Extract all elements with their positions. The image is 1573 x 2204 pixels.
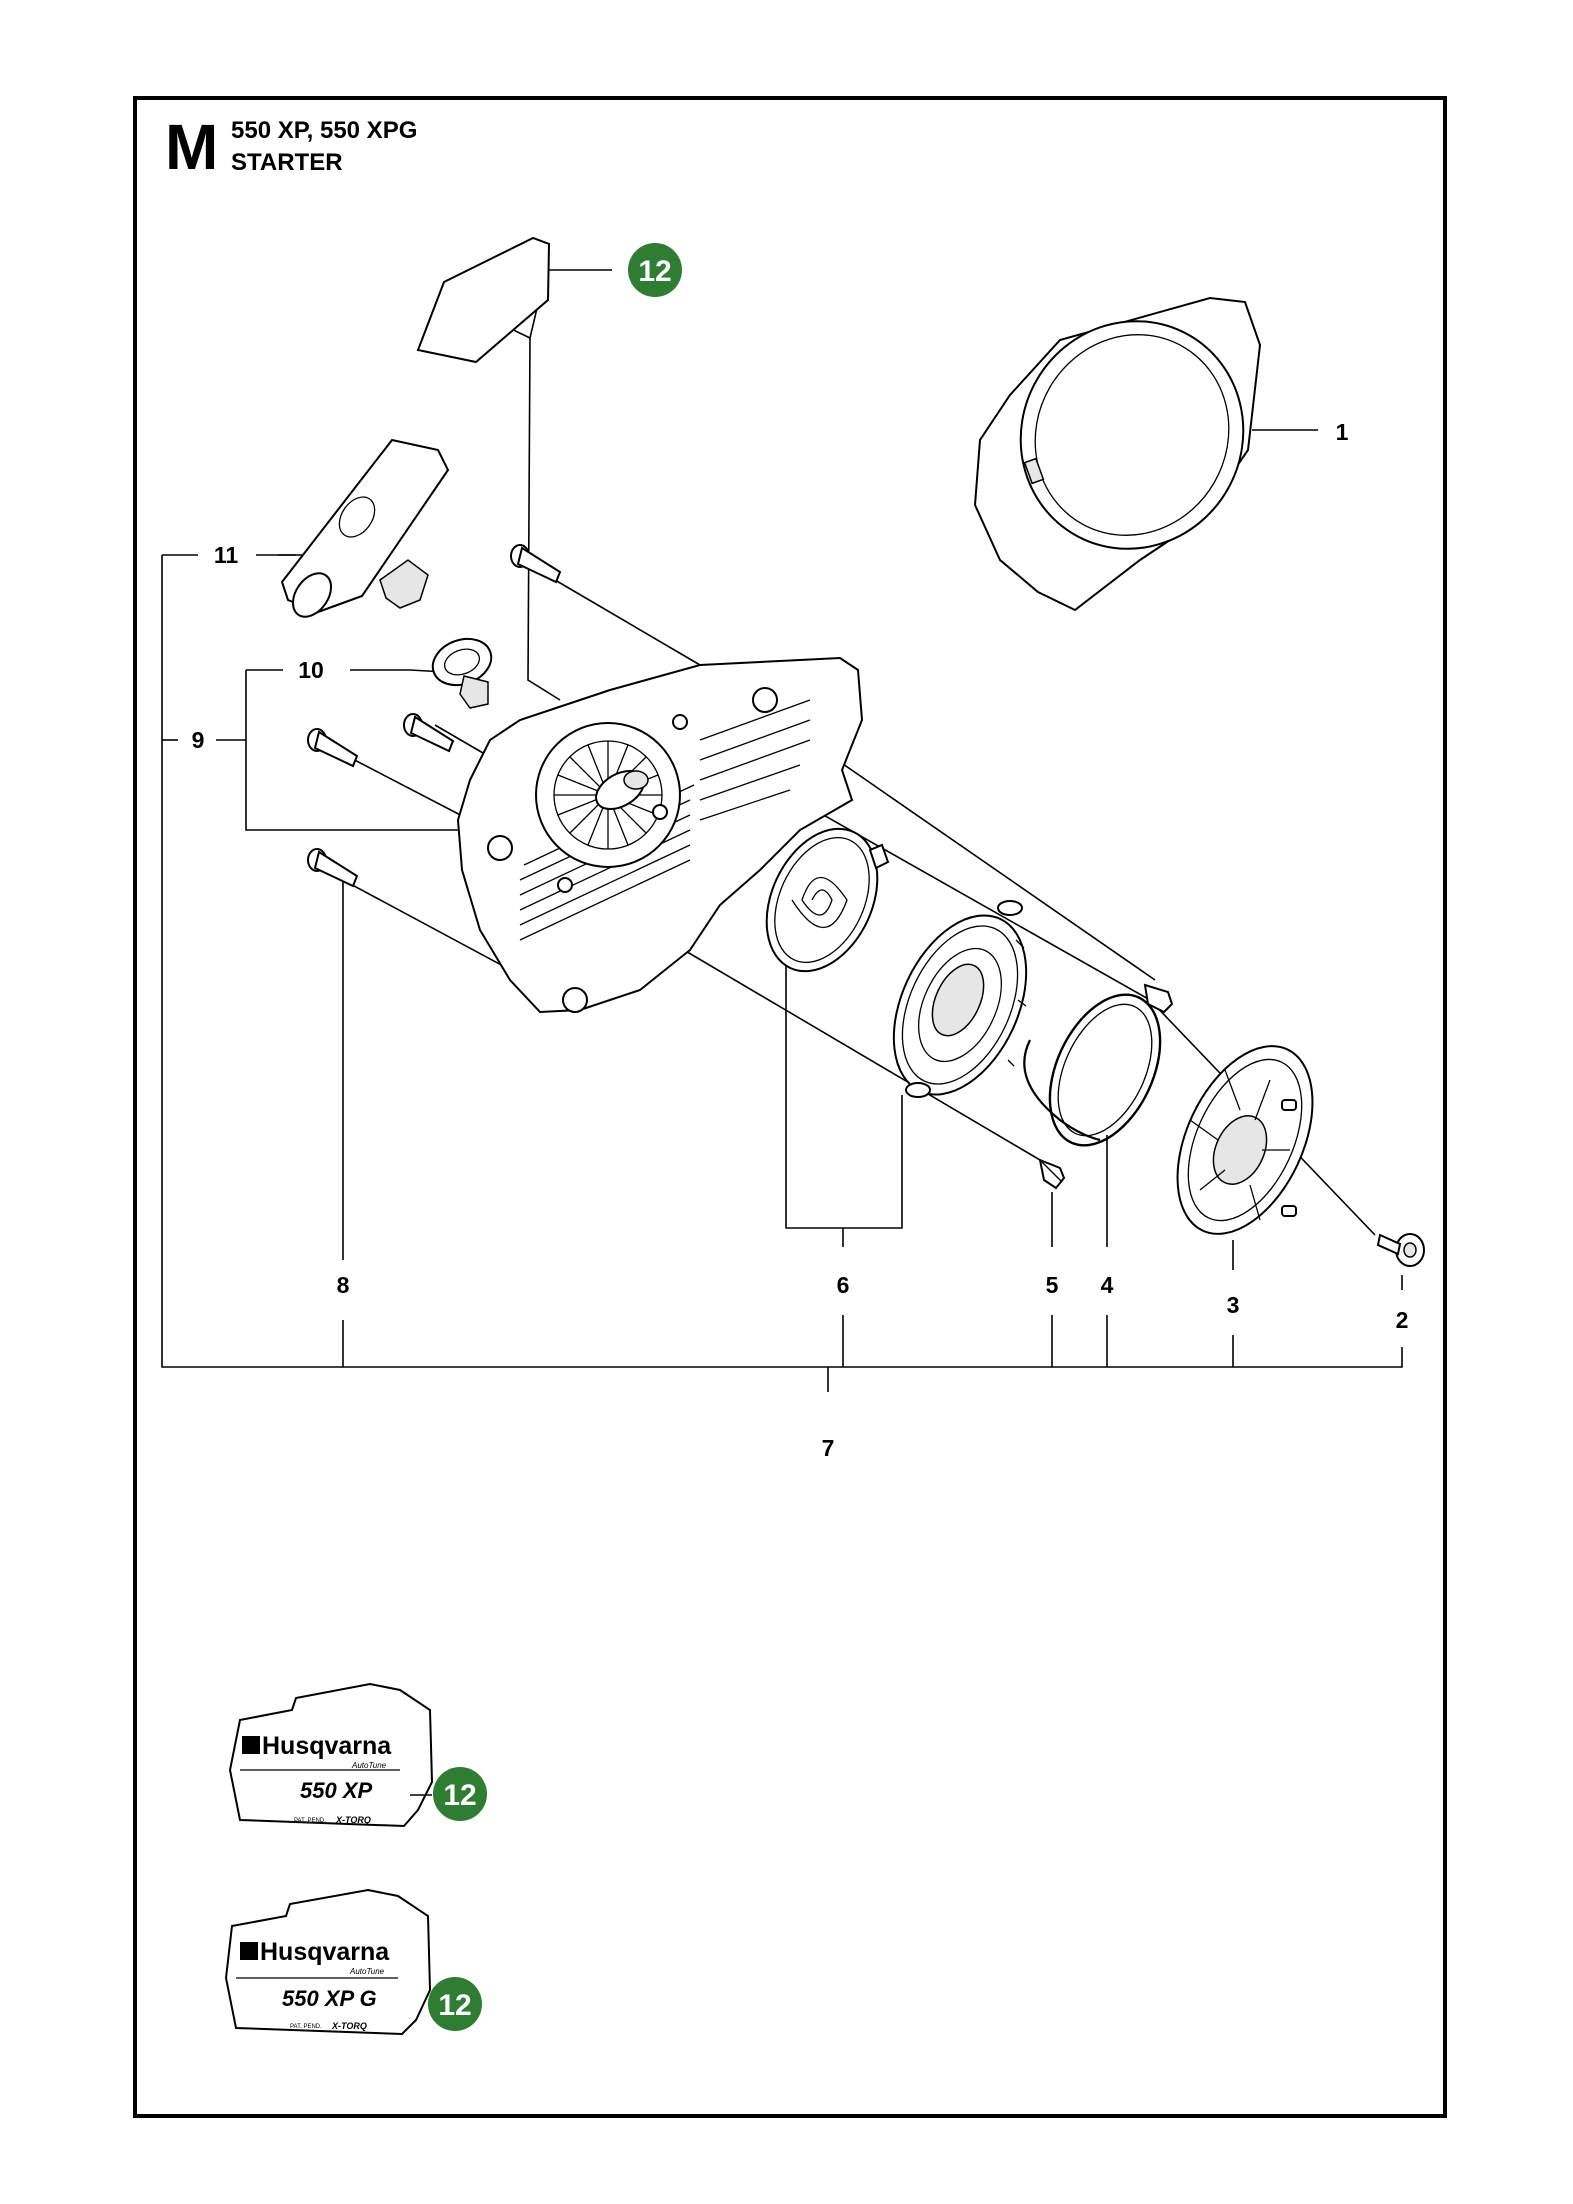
starter-handle [280, 438, 450, 618]
husqvarna-logo-icon [242, 1736, 260, 1754]
page-title: STARTER [231, 149, 343, 176]
callout-2: 2 [1396, 1307, 1409, 1333]
badge-circle [433, 1767, 487, 1821]
badge-top: 12 [628, 243, 682, 297]
badge-circle [428, 1977, 482, 2031]
starter-housing [456, 656, 864, 1014]
badge-label: 12 [443, 1779, 476, 1812]
model-title: 550 XP, 550 XPG [231, 117, 418, 144]
page-frame [133, 96, 1447, 2118]
callout-10: 10 [298, 657, 324, 683]
spring-cassette [765, 827, 890, 973]
callout-4: 4 [1101, 1272, 1114, 1298]
husqvarna-logo-icon [240, 1942, 258, 1960]
decal-pat: PAT. PEND. [290, 2024, 322, 2030]
cover-ring [973, 296, 1262, 612]
badge-circle [628, 243, 682, 297]
screw-mid [403, 713, 455, 753]
decal-autotune: AutoTune [351, 1761, 387, 1770]
decal-model: 550 XP [300, 1778, 372, 1803]
decal-550xp: Husqvarna AutoTune 550 XP PAT. PEND. X-T… [228, 1682, 487, 1828]
decal-pat: PAT. PEND. [294, 1818, 326, 1824]
badge-label: 12 [638, 255, 671, 288]
decal-brand: Husqvarna [260, 1938, 390, 1966]
decal-piece [416, 236, 551, 364]
screw-8 [307, 848, 359, 888]
decal-autotune: AutoTune [349, 1967, 385, 1976]
decal-550xpg: Husqvarna AutoTune 550 XP G PAT. PEND. X… [224, 1888, 482, 2036]
callout-11: 11 [214, 542, 239, 568]
screw-left [307, 728, 359, 768]
callout-7: 7 [822, 1435, 835, 1461]
rope-bushing [431, 637, 493, 709]
rope-pulley [892, 900, 1028, 1098]
screw-5 [1038, 1158, 1066, 1190]
callout-6: 6 [837, 1272, 850, 1298]
callouts: 1 2 3 4 5 6 7 8 9 10 11 [192, 419, 1409, 1461]
callout-8: 8 [337, 1272, 350, 1298]
callout-1: 1 [1336, 419, 1349, 445]
callout-3: 3 [1227, 1292, 1240, 1318]
decal-xtorq: X-TORQ [335, 1815, 371, 1825]
screw-top [510, 544, 562, 584]
decal-xtorq: X-TORQ [331, 2021, 367, 2031]
section-letter: M [165, 111, 219, 183]
callout-9: 9 [192, 727, 205, 753]
recoil-spring [1023, 993, 1162, 1147]
center-screw [1376, 1233, 1425, 1267]
badge-label: 12 [438, 1989, 471, 2022]
decal-model: 550 XP G [282, 1986, 377, 2011]
callout-5: 5 [1046, 1272, 1059, 1298]
pawl-plate [1176, 1045, 1314, 1235]
screw-pulley-top [1143, 983, 1174, 1014]
decal-brand: Husqvarna [262, 1732, 392, 1760]
